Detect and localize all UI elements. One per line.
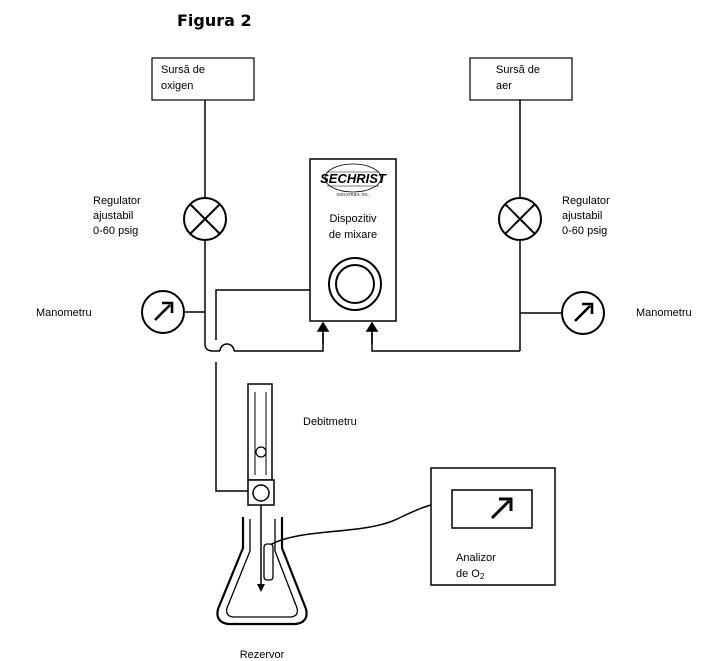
reservoir-label: Rezervor bbox=[240, 649, 285, 661]
left-regulator-label-2: ajustabil bbox=[93, 210, 133, 222]
blender-label-2: de mixare bbox=[329, 229, 377, 241]
left-regulator-label-3: 0-60 psig bbox=[93, 225, 138, 237]
right-regulator-label-2: ajustabil bbox=[562, 210, 602, 222]
flowmeter: Debitmetru bbox=[247, 383, 357, 506]
sechrist-logo-subtext: INDUSTRIES, INC. bbox=[336, 192, 369, 198]
analyzer-label-1: Analizor bbox=[456, 552, 496, 564]
valve-x-icon bbox=[498, 197, 542, 241]
gauge-arrow-icon bbox=[141, 290, 185, 334]
air-source: Sursă de aer bbox=[469, 57, 573, 101]
right-regulator-label-3: 0-60 psig bbox=[562, 225, 607, 237]
blender-device: SECHRIST INDUSTRIES, INC. Dispozitiv de … bbox=[309, 158, 397, 322]
air-source-label-1: Sursă de bbox=[496, 64, 540, 76]
meter-arrow-icon bbox=[490, 497, 513, 520]
gauge-arrow-icon bbox=[561, 291, 605, 335]
oxygen-sensor-icon bbox=[263, 543, 274, 581]
arrow-up-icon bbox=[316, 321, 330, 332]
analyzer-label-2: de O2 bbox=[456, 568, 485, 581]
figure-title: Figura 2 bbox=[177, 11, 252, 30]
oxygen-source-label-1: Sursă de bbox=[161, 64, 205, 76]
right-regulator-label-1: Regulator bbox=[562, 195, 610, 207]
sechrist-logo: SECHRIST INDUSTRIES, INC. bbox=[320, 163, 387, 198]
oxygen-source-label-2: oxigen bbox=[161, 80, 193, 92]
arrow-up-icon bbox=[365, 321, 379, 332]
right-gauge-label: Manometru bbox=[636, 307, 692, 319]
oxygen-source: Sursă de oxigen bbox=[151, 57, 255, 101]
oxygen-analyzer: Analizor de O2 bbox=[430, 467, 556, 586]
reservoir: Rezervor bbox=[216, 517, 308, 661]
left-gauge: Manometru bbox=[36, 290, 185, 334]
piping bbox=[184, 100, 562, 592]
flowmeter-label: Debitmetru bbox=[303, 416, 357, 428]
valve-x-icon bbox=[183, 197, 227, 241]
left-regulator-label-1: Regulator bbox=[93, 195, 141, 207]
left-regulator: Regulator ajustabil 0-60 psig bbox=[93, 195, 227, 241]
blender-knob-icon bbox=[328, 257, 382, 311]
left-gauge-label: Manometru bbox=[36, 307, 92, 319]
right-regulator: Regulator ajustabil 0-60 psig bbox=[498, 195, 610, 241]
sechrist-logo-text: SECHRIST bbox=[320, 171, 387, 186]
blender-label-1: Dispozitiv bbox=[329, 213, 377, 225]
right-gauge: Manometru bbox=[561, 291, 692, 335]
blender-inlet-arrows bbox=[316, 321, 379, 344]
air-source-label-2: aer bbox=[496, 80, 512, 92]
